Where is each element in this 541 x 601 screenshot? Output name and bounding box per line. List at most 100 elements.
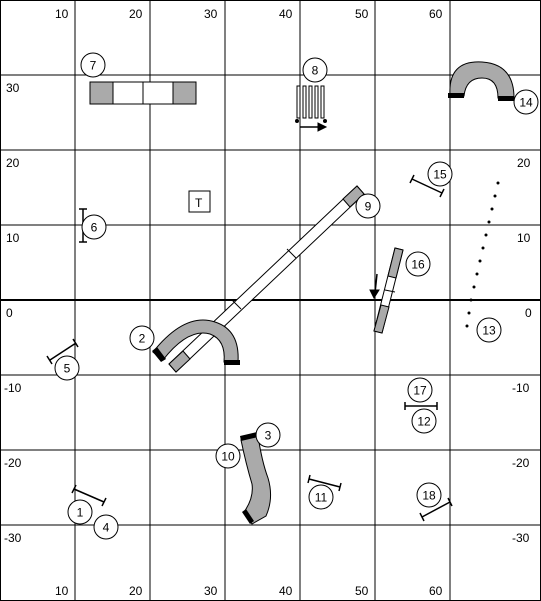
marker-17: 17 [407, 377, 433, 403]
weave-pole [465, 324, 469, 328]
dog-walk-slat [286, 248, 297, 259]
jump-cap [409, 174, 415, 184]
jump-cap [419, 512, 425, 522]
marker-text: 11 [315, 491, 328, 505]
right-label: -30 [512, 531, 530, 545]
marker-10: 10 [215, 443, 241, 469]
bottom-label: 10 [55, 584, 69, 598]
table-obstacle [188, 190, 211, 213]
weave-pole [469, 298, 473, 302]
jump-bar [411, 178, 443, 194]
slat-2 [302, 85, 307, 119]
marker-text: 12 [417, 415, 431, 429]
jump-cap [439, 188, 445, 198]
marker-8: 8 [302, 57, 328, 83]
dog-walk-contact-bottom [168, 350, 191, 373]
marker-text: 8 [312, 64, 319, 78]
weave-pole [475, 272, 479, 276]
bottom-label: 20 [129, 584, 143, 598]
marker-text: 2 [139, 332, 146, 346]
marker-text: 16 [411, 258, 425, 272]
marker-1: 1 [67, 499, 93, 525]
marker-text: 18 [422, 489, 436, 503]
weave-pole [472, 285, 476, 289]
weave-pole [481, 246, 485, 250]
long-jump-end-left [89, 81, 114, 105]
seesaw-contact-bottom [373, 304, 390, 334]
slat-dot [323, 119, 327, 123]
tunnel-mouth [448, 93, 464, 98]
weave-pole [490, 207, 494, 211]
marker-13: 13 [476, 317, 502, 343]
jump-bar [73, 488, 105, 503]
left-label: -20 [4, 456, 22, 470]
right-label: 0 [525, 306, 532, 320]
marker-text: 1 [77, 506, 84, 520]
jump-18 [419, 497, 453, 522]
tunnel-3-10 [240, 432, 272, 525]
jump-5 [46, 338, 79, 365]
weave-poles-13 [465, 181, 500, 328]
seesaw-pivot [384, 289, 396, 293]
dog-walk-9 [168, 185, 365, 373]
marker-12: 12 [411, 408, 437, 434]
axis-labels-top: 10 20 30 40 50 60 [55, 7, 443, 21]
marker-11: 11 [308, 484, 334, 510]
axis-labels-left: 30 20 10 0 -10 -20 -30 [4, 81, 22, 545]
marker-7: 7 [80, 52, 106, 78]
dog-walk-contact-top [342, 185, 365, 208]
tunnel-body [449, 61, 515, 99]
dog-walk-slat [231, 299, 242, 310]
jump-bar [49, 342, 77, 361]
slat-5 [320, 85, 325, 119]
table-label: T [195, 196, 203, 210]
right-label: 20 [517, 156, 531, 170]
right-label: 10 [517, 231, 531, 245]
tunnel-14 [448, 61, 515, 101]
weave-pole [493, 194, 497, 198]
seesaw-16 [369, 247, 404, 334]
jump-cap [307, 474, 311, 484]
long-jump-mid-2 [142, 81, 174, 105]
left-label: 0 [6, 306, 13, 320]
slat-4 [314, 85, 319, 119]
tunnel-mouth [224, 360, 240, 365]
left-label: -10 [4, 381, 22, 395]
marker-text: 13 [482, 324, 496, 338]
dog-walk-plank [168, 185, 365, 373]
jump-cap [72, 338, 79, 348]
left-label: -30 [4, 531, 22, 545]
left-label: 20 [6, 156, 20, 170]
marker-text: 15 [433, 168, 447, 182]
marker-18: 18 [416, 482, 442, 508]
jump-1-4 [71, 484, 107, 507]
slat-3 [308, 85, 313, 119]
weave-pole [484, 233, 488, 237]
long-jump-end-right [172, 81, 197, 105]
jump-cap [447, 497, 453, 507]
slat-obstacle [295, 85, 328, 132]
axis-labels-bottom: 10 20 30 40 50 60 [55, 584, 443, 598]
seesaw-contact-top [387, 247, 404, 279]
top-label: 50 [355, 7, 369, 21]
marker-9: 9 [355, 193, 381, 219]
jump-cap [338, 482, 342, 492]
marker-14: 14 [513, 89, 539, 115]
top-label: 30 [204, 7, 218, 21]
number-markers: 7 8 14 15 9 6 16 13 2 5 17 12 3 10 11 18… [54, 52, 539, 540]
long-jump-mid-1 [112, 81, 144, 105]
tunnel-mouth [240, 432, 258, 441]
top-label: 60 [429, 7, 443, 21]
marker-text: 7 [90, 59, 97, 73]
jump-cap [71, 484, 77, 494]
bottom-label: 40 [279, 584, 293, 598]
tunnel-mouth [152, 347, 166, 362]
right-label: -10 [512, 381, 530, 395]
top-label: 40 [279, 7, 293, 21]
jump-cap [46, 355, 53, 365]
direction-arrow-head [369, 289, 380, 300]
tunnel-mouth [498, 96, 514, 101]
jump-bar [421, 501, 451, 518]
weave-pole [478, 259, 482, 263]
